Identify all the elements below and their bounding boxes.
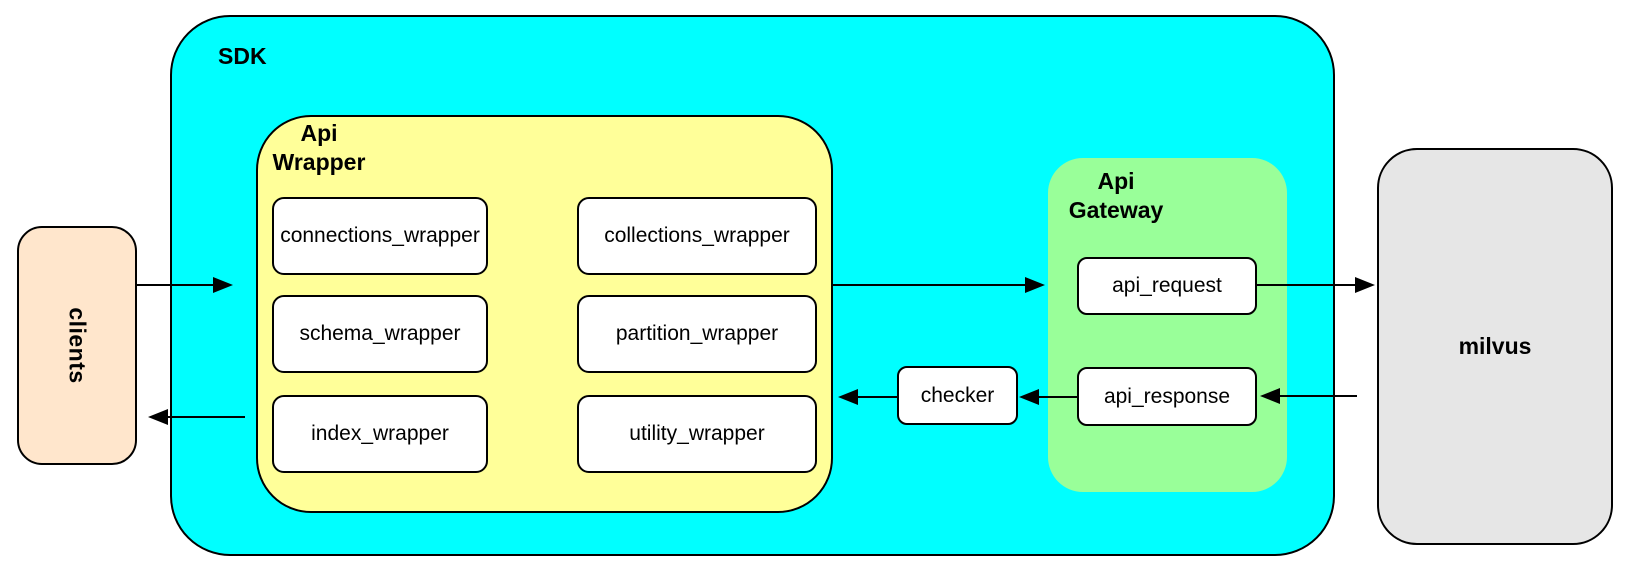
checker-node: checker bbox=[897, 366, 1018, 425]
module-collections-wrapper: collections_wrapper bbox=[577, 197, 817, 275]
module-index-wrapper: index_wrapper bbox=[272, 395, 488, 473]
module-schema-wrapper: schema_wrapper bbox=[272, 295, 488, 373]
module-utility-wrapper: utility_wrapper bbox=[577, 395, 817, 473]
api-wrapper-label-line2: Wrapper bbox=[272, 149, 366, 176]
api-gateway-label: Api Gateway bbox=[1056, 167, 1176, 226]
api-gateway-label-line1: Api bbox=[1097, 168, 1135, 194]
api-wrapper-label: Api Wrapper bbox=[259, 119, 379, 178]
clients-label: clients bbox=[64, 307, 91, 384]
api-gateway-container bbox=[1048, 158, 1287, 492]
clients-node: clients bbox=[17, 226, 137, 465]
module-partition-wrapper: partition_wrapper bbox=[577, 295, 817, 373]
api-response-node: api_response bbox=[1077, 367, 1257, 426]
api-wrapper-label-line1: Api bbox=[300, 120, 338, 146]
sdk-label: SDK bbox=[218, 43, 267, 69]
milvus-node: milvus bbox=[1377, 148, 1613, 545]
api-gateway-label-line2: Gateway bbox=[1068, 197, 1164, 224]
milvus-label: milvus bbox=[1458, 333, 1532, 359]
module-connections-wrapper: connections_wrapper bbox=[272, 197, 488, 275]
api-request-node: api_request bbox=[1077, 257, 1257, 315]
